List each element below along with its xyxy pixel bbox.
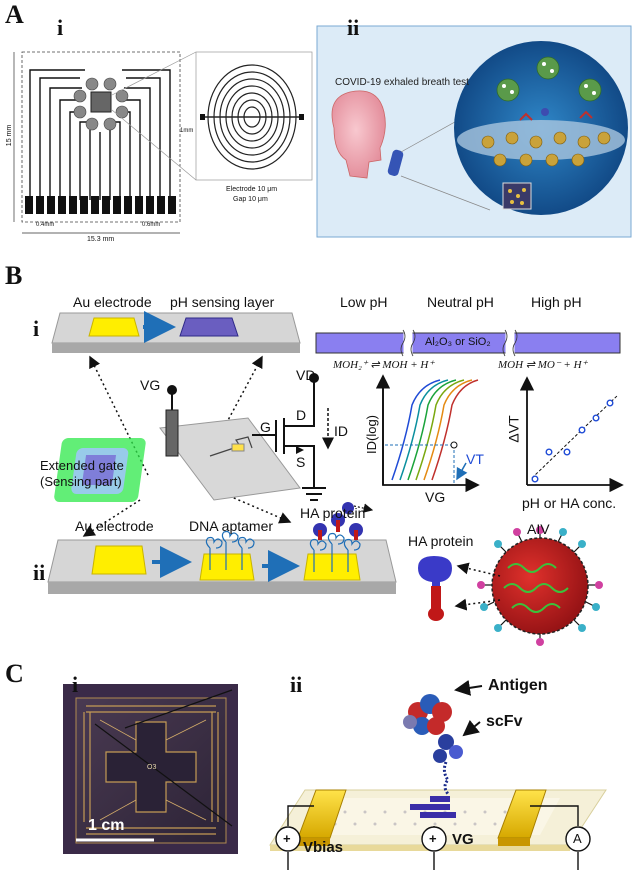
panel-a-letter: A	[5, 0, 24, 29]
dim-inset-label: 1mm	[180, 128, 194, 134]
electrode-caption-1: Electrode 10 μm	[226, 186, 278, 193]
dim-right-gap-label: 0.6mm	[142, 222, 161, 228]
transfer-curves	[391, 379, 479, 481]
dna-aptamer-label: DNA aptamer	[189, 518, 274, 534]
neutral-ph-label: Neutral pH	[427, 294, 494, 310]
panel-b-drawing	[47, 311, 624, 646]
aiv-virus-drawing	[477, 526, 603, 646]
vg-plus-sign: +	[429, 831, 437, 846]
panel-b-letter: B	[5, 261, 23, 290]
vg-circuit-label: VG	[452, 831, 474, 848]
graph1-xlabel: VG	[425, 489, 446, 505]
scfv-molecule	[433, 734, 463, 763]
electrode-layout-drawing	[13, 51, 197, 234]
d-label: D	[296, 407, 307, 423]
low-ph-label: Low pH	[340, 294, 388, 310]
panel-b-ii-label: ii	[33, 560, 46, 585]
au-electrode-label: Au electrode	[73, 294, 152, 310]
scale-bar-label: 1 cm	[88, 817, 125, 834]
covid-caption: COVID-19 exhaled breath test	[335, 77, 469, 88]
dim-height-label: 15 mm	[6, 124, 14, 147]
vg-label: VG	[140, 377, 161, 393]
g-label: G	[260, 419, 271, 435]
panel-c-drawing	[63, 679, 607, 870]
covid-breath-illustration	[316, 25, 632, 238]
scfv-label: scFv	[486, 713, 523, 730]
vd-label: VD	[296, 367, 316, 383]
antigen-molecule	[403, 694, 452, 735]
ha-protein-label: HA protein	[408, 533, 474, 549]
panel-a-ii-label: ii	[347, 15, 360, 40]
graph2-ylabel: ΔVT	[505, 415, 522, 443]
chip-marker-label: O3	[147, 764, 157, 771]
panel-a-i-label: i	[57, 15, 64, 40]
high-ph-label: High pH	[531, 294, 582, 310]
dim-width-label: 15.3 mm	[87, 236, 115, 243]
equation-left: MOH₂⁺ ⇌ MOH + H⁺	[333, 359, 435, 371]
id-label: ID	[334, 423, 348, 439]
ha-protein-top-label: HA protein	[300, 505, 366, 521]
ammeter-label: A	[573, 831, 582, 846]
graph1-ylabel: ID(log)	[364, 414, 380, 455]
vbias-label: Vbias	[303, 839, 344, 856]
dim-left-gap-label: 0.4mm	[36, 222, 55, 228]
s-label: S	[296, 454, 306, 470]
oxide-layer-label: Al₂O₃ or SiO₂	[425, 336, 491, 348]
panel-c-i-label: i	[72, 672, 79, 697]
au-electrode-label-2: Au electrode	[75, 518, 154, 534]
electrode-caption-2: Gap 10 μm	[233, 196, 268, 203]
antigen-label: Antigen	[488, 677, 548, 694]
ph-sensing-layer-label: pH sensing layer	[170, 294, 275, 310]
graph1-vt-label: VT	[466, 451, 484, 467]
extended-gate-label-2: (Sensing part)	[40, 474, 122, 489]
extended-gate-label-1: Extended gate	[40, 458, 124, 473]
spiral-electrode-inset	[195, 51, 313, 181]
panel-c-letter: C	[5, 659, 24, 688]
panel-b-i-label: i	[33, 316, 40, 341]
panel-c-ii-label: ii	[290, 672, 303, 697]
graph2-xlabel: pH or HA conc.	[522, 495, 617, 511]
aiv-label: AIV	[527, 521, 550, 537]
equation-right: MOH ⇌ MO⁻ + H⁺	[498, 359, 588, 371]
vbias-plus-sign: +	[283, 831, 291, 846]
